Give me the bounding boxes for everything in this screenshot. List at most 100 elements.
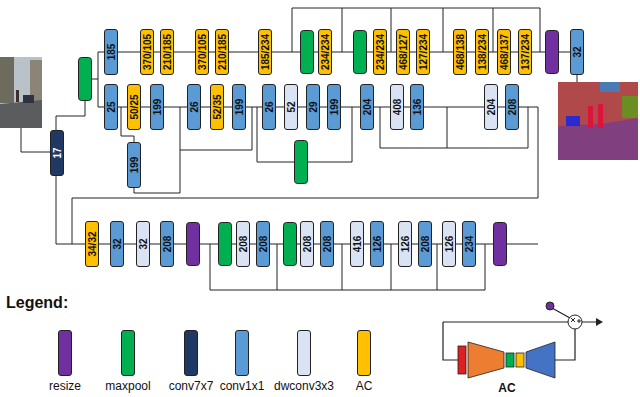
layer-block: 208 [505, 84, 519, 130]
layer-block: 25 [104, 84, 118, 130]
output-segmentation [558, 82, 638, 160]
block-label: 208 [322, 236, 333, 253]
block-label: 204 [486, 99, 497, 116]
connector-line [99, 244, 110, 245]
block-label: 204 [362, 99, 373, 116]
layer-block: 416 [350, 221, 364, 267]
connector-line [298, 107, 306, 108]
resize-block [494, 223, 507, 266]
layer-block: 137/234 [518, 29, 532, 75]
block-label: 29 [308, 101, 319, 112]
connector-line [374, 107, 390, 108]
layer-block: 17 [50, 130, 64, 176]
layer-block: 234/234 [373, 29, 387, 75]
block-label: 52 [286, 101, 297, 112]
block-label: 408 [392, 99, 403, 116]
block-label: 34/32 [87, 231, 98, 256]
layer-block: 370/105 [140, 29, 154, 75]
block-label: 199 [129, 157, 140, 174]
layer-block: 52 [284, 84, 298, 130]
legend-text: dwconv3x3 [274, 379, 334, 393]
seg-person [598, 104, 603, 128]
block-label: 136 [412, 99, 423, 116]
layer-block: 210/185 [215, 29, 229, 75]
layer-block: 208 [320, 221, 334, 267]
connector-line [384, 244, 398, 245]
ac-decoder [526, 342, 555, 378]
block-label: 208 [507, 99, 518, 116]
photo-car [23, 95, 34, 103]
block-label: 32 [572, 46, 583, 57]
layer-block: 32 [136, 221, 150, 267]
ac-gate-dot [546, 302, 554, 310]
block-label: 26 [264, 101, 275, 112]
connector-line [387, 52, 396, 53]
wires [21, 8, 577, 290]
input-photo [0, 57, 42, 128]
resize-block [546, 31, 559, 74]
connector-line [124, 244, 136, 245]
block-label: 234/234 [375, 34, 386, 70]
ac-encoder [468, 342, 504, 378]
layer-block: 199 [327, 84, 341, 130]
legend-swatch [58, 330, 72, 376]
block-label: 468/137 [499, 34, 510, 70]
maxpool-block [79, 58, 92, 101]
block-label: 32 [138, 238, 149, 249]
legend-heading: Legend: [6, 294, 68, 312]
connector-line [118, 107, 127, 108]
connector-line [224, 107, 232, 108]
block-label: 234/234 [320, 34, 331, 70]
layer-block: 26 [262, 84, 276, 130]
layer-block: 468/137 [497, 29, 511, 75]
block-label: 185 [106, 44, 117, 61]
legend-text: AC [356, 379, 373, 393]
connector-line [201, 107, 210, 108]
ac-op-symbol [571, 318, 581, 323]
layer-block: 370/105 [195, 29, 209, 75]
photo-road [0, 100, 42, 128]
resize-block [187, 223, 200, 266]
connector-line [511, 52, 518, 53]
layer-block: 127/234 [416, 29, 430, 75]
seg-sky [600, 82, 620, 92]
seg-vegetation [622, 96, 638, 118]
layer-block: 126 [398, 221, 412, 267]
ac-op-circle [568, 315, 582, 329]
layer-block: 126 [442, 221, 456, 267]
layer-block: 34/32 [85, 221, 99, 267]
seg-car [566, 116, 580, 126]
layer-block: 208 [418, 221, 432, 267]
block-label: 185/234 [260, 34, 271, 70]
maxpool-block [354, 31, 367, 74]
layer-block: 199 [232, 84, 246, 130]
ac-bottleneck [516, 353, 524, 367]
maxpool-block [219, 223, 232, 266]
layer-block: 138/234 [475, 29, 489, 75]
layer-block: 208 [160, 221, 174, 267]
layer-block: 52/35 [210, 84, 224, 130]
block-label: 50/25 [129, 94, 140, 119]
layer-block: 208 [236, 221, 250, 267]
connector-line [150, 244, 160, 245]
ac-arrowhead [596, 318, 603, 326]
legend-text: conv7x7 [169, 379, 214, 393]
layer-block: 32 [570, 29, 584, 75]
ac-pool [506, 353, 514, 367]
block-label: 25 [106, 101, 117, 112]
layer-block: 136 [410, 84, 424, 130]
connector-line [430, 52, 453, 53]
block-label: 137/234 [520, 34, 531, 70]
block-label: 127/234 [418, 34, 429, 70]
ac-input-layer [458, 346, 466, 374]
ac-module-figure [443, 302, 603, 378]
legend-text: conv1x1 [220, 379, 265, 393]
block-label: 208 [302, 236, 313, 253]
connector-line [229, 52, 258, 53]
layer-block: 210/185 [160, 29, 174, 75]
layer-block: 126 [370, 221, 384, 267]
layer-block: 204 [360, 84, 374, 130]
module-caption: AC [498, 381, 515, 395]
photo-sky [0, 57, 42, 128]
